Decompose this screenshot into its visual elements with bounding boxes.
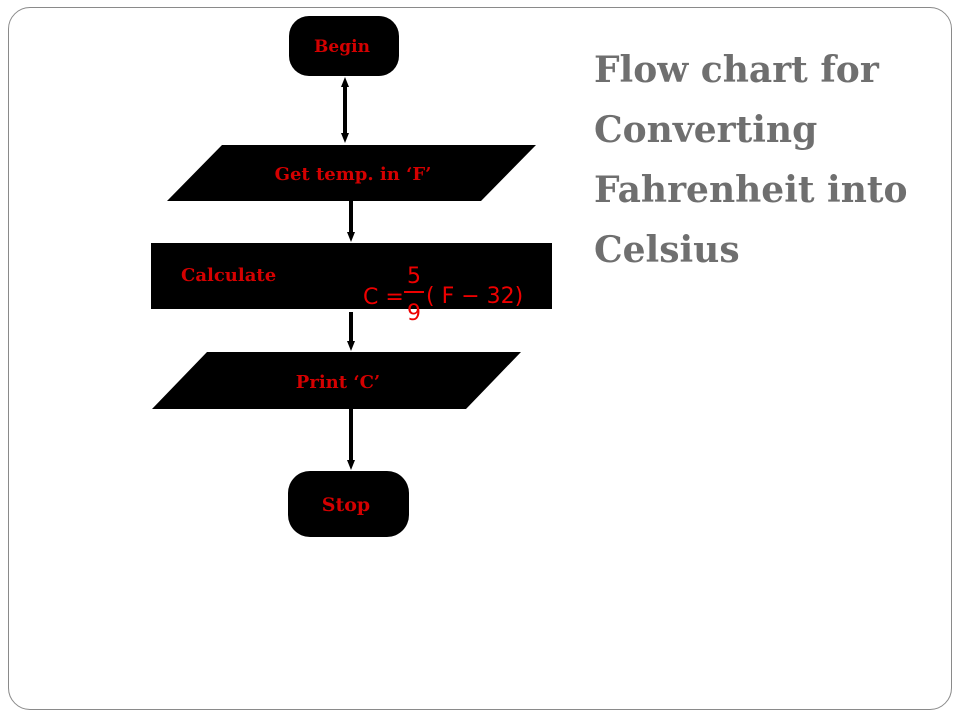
stop-label: Stop (322, 494, 370, 516)
calculate-label: Calculate (181, 265, 276, 286)
formula-lhs: C = (363, 285, 404, 310)
print-label: Print ‘C’ (296, 372, 380, 393)
calculate-node: Calculate C = 5 9 ( F − 32) (151, 243, 552, 326)
conversion-formula: C = 5 9 ( F − 32) (363, 264, 523, 326)
input-node: Get temp. in ‘F’ (167, 145, 536, 201)
print-node: Print ‘C’ (152, 352, 521, 409)
begin-node: Begin (289, 16, 399, 76)
formula-denominator: 9 (407, 301, 421, 326)
formula-numerator: 5 (407, 264, 421, 289)
begin-label: Begin (314, 37, 370, 57)
stop-node: Stop (288, 471, 409, 537)
input-label: Get temp. in ‘F’ (275, 164, 432, 185)
formula-rhs: ( F − 32) (426, 284, 523, 309)
page-title: Flow chart for Converting Fahrenheit int… (594, 49, 908, 271)
